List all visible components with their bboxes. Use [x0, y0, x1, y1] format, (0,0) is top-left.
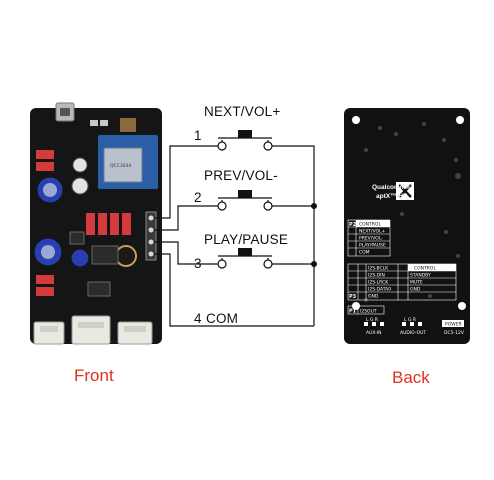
p2-row-next: NEXT/VOL+	[359, 229, 386, 235]
resistor-block	[36, 287, 54, 296]
antenna-chip	[120, 118, 136, 132]
p2-header: P2	[349, 222, 357, 228]
back-caption: Back	[392, 368, 430, 387]
p3-row-standby: STANDBY	[410, 273, 431, 279]
p1-label: I2SOUT	[360, 309, 377, 315]
bt-chip-label: QCC3034	[110, 163, 131, 169]
button-2-cap	[238, 190, 252, 198]
audio-out-label: AUDIO-OUT	[400, 330, 426, 336]
ic-chip	[91, 245, 119, 265]
junction-dot	[311, 261, 317, 267]
p3-row-din: I2S-DIN	[368, 273, 385, 279]
p3-row-gnd: GND	[368, 294, 379, 300]
button-2-number: 2	[194, 190, 202, 205]
resistor-100	[98, 213, 107, 235]
p3-control-header: CONTROL	[414, 266, 436, 272]
p1-header: P1	[349, 309, 357, 315]
terminal	[263, 259, 273, 269]
aux-in-label: AUX-IN	[366, 330, 382, 336]
resistor-100	[122, 213, 131, 235]
back-brand-qualcomm: Qualcomm®	[372, 183, 411, 191]
button-2-label: PREV/VOL-	[204, 168, 278, 183]
power-pins: POWER	[445, 322, 462, 328]
control-pin-header	[145, 211, 157, 261]
p3-header: P3	[349, 294, 357, 300]
capacitor-blue	[70, 248, 90, 268]
button-3-label: PLAY/PAUSE	[204, 232, 289, 247]
aux-in-pins: L G R	[366, 317, 378, 323]
power-label: DC5-12V	[444, 330, 465, 336]
p2-row-control: CONTROL	[359, 222, 381, 228]
com-label: COM	[206, 311, 239, 326]
capacitor-white	[72, 157, 88, 173]
mount-hole	[458, 302, 466, 310]
resistor-100	[110, 213, 119, 235]
resistor-block	[36, 150, 54, 159]
terminal	[263, 201, 273, 211]
front-caption: Front	[74, 366, 114, 385]
mount-hole	[456, 116, 464, 124]
terminal	[217, 259, 227, 269]
resistor-block	[36, 162, 54, 171]
junction-dot	[311, 203, 317, 209]
p2-row-prev: PREV/VOL-	[359, 236, 383, 242]
audio-out-pins: L G R	[404, 317, 416, 323]
back-brand-aptx: aptX™ HD	[376, 193, 408, 200]
p3-row-lrck: I2S-LRCK	[368, 280, 389, 286]
terminal	[263, 141, 273, 151]
resistor-100	[86, 213, 95, 235]
p3-row-data0: I2S-DATA0	[368, 287, 391, 293]
p2-row-play: PLAY/PAUSE	[359, 243, 386, 249]
capacitor-white	[71, 177, 89, 195]
ic-chip	[87, 281, 111, 297]
mount-hole	[352, 116, 360, 124]
button-1-label: NEXT/VOL+	[204, 104, 281, 119]
resistor-block	[36, 275, 54, 284]
p3-row-bclk: I2S-BCLK	[368, 266, 389, 272]
terminal	[217, 141, 227, 151]
p3-row-mute: MUTE	[410, 280, 423, 286]
button-1-number: 1	[194, 128, 202, 143]
p3-row-gnd2: GND	[410, 287, 421, 293]
com-number: 4	[194, 311, 202, 326]
button-3-cap	[238, 248, 252, 256]
terminal	[217, 201, 227, 211]
button-1-cap	[238, 130, 252, 138]
p2-row-com: COM	[359, 250, 370, 256]
button-3-number: 3	[194, 256, 202, 271]
